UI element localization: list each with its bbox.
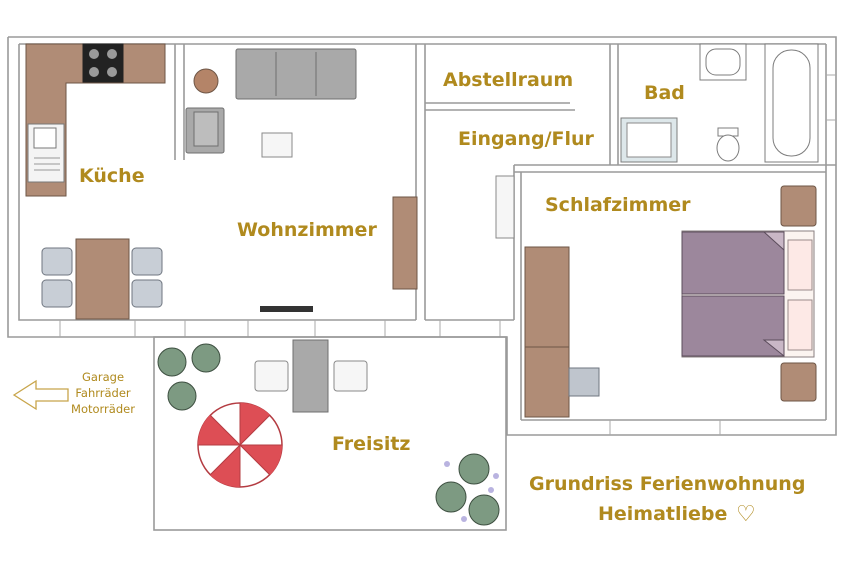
terrace-table (292, 339, 329, 413)
dresser (524, 346, 570, 418)
terrace-chair (333, 360, 368, 392)
shower-icon (620, 117, 678, 163)
toilet-icon (716, 127, 740, 162)
dining-chair (41, 279, 73, 308)
living-room (185, 48, 418, 312)
nightstand (780, 185, 817, 227)
wardrobe (495, 175, 515, 239)
sideboard (392, 196, 418, 290)
dining-chair (41, 247, 73, 276)
room-label-schlafzimmer: Schlafzimmer (545, 194, 691, 216)
coffee-table (261, 132, 293, 158)
caption-subtitle: Heimatliebe (598, 503, 727, 525)
room-label-abstellraum: Abstellraum (443, 69, 573, 91)
bedroom (524, 185, 817, 418)
terrace (153, 336, 507, 531)
kitchen (25, 43, 166, 320)
nightstand (780, 362, 817, 402)
stove-burner (89, 49, 99, 59)
heart-icon: ♡ (736, 502, 756, 527)
stove-burner (89, 67, 99, 77)
side-table (193, 68, 219, 94)
door-mat (260, 306, 313, 312)
garage-label: Garage (82, 370, 124, 384)
wardrobe-bedroom (524, 246, 570, 348)
room-label-bad: Bad (644, 82, 685, 104)
bathroom (620, 43, 819, 163)
umbrella-icon (197, 402, 283, 488)
apartment-walls (7, 36, 837, 436)
room-label-freisitz: Freisitz (332, 433, 411, 455)
sofa (235, 48, 357, 100)
stove-burner (107, 49, 117, 59)
room-label-eingang: Eingang/Flur (458, 128, 595, 150)
garage-label: Motorräder (71, 402, 135, 416)
dining-table (75, 238, 130, 320)
sink-icon (27, 123, 65, 183)
room-label-kueche: Küche (79, 165, 145, 187)
dining-chair (131, 247, 163, 276)
shrub-icon (157, 343, 500, 526)
terrace-chair (254, 360, 289, 392)
double-bed (681, 230, 815, 358)
bathtub-icon (764, 43, 819, 163)
armchair (185, 107, 225, 154)
stove-burner (107, 67, 117, 77)
stove-icon (82, 43, 124, 83)
washbasin-icon (699, 43, 747, 81)
caption-title: Grundriss Ferienwohnung (529, 473, 805, 495)
arrow-left-icon (12, 379, 69, 411)
garage-label: Fahrräder (75, 386, 131, 400)
dining-chair (131, 279, 163, 308)
bedroom-stool (568, 367, 600, 397)
room-label-wohnzimmer: Wohnzimmer (237, 219, 377, 241)
